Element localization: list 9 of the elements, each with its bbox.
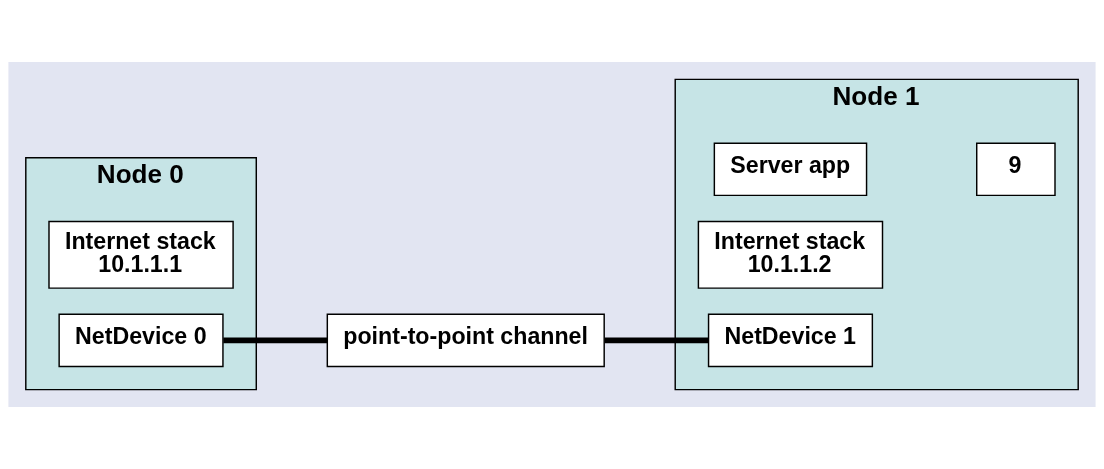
- node-box: Server app: [713, 142, 868, 197]
- node-box: 9: [976, 142, 1056, 197]
- connector: [223, 337, 328, 344]
- node-box: NetDevice 0: [58, 313, 224, 368]
- node-box: point-to-point channel: [326, 313, 605, 368]
- connector: [604, 337, 709, 344]
- node-box: NetDevice 1: [707, 313, 874, 368]
- node-box: Internet stack 10.1.1.1: [48, 220, 234, 289]
- node-box: Internet stack 10.1.1.2: [697, 220, 884, 289]
